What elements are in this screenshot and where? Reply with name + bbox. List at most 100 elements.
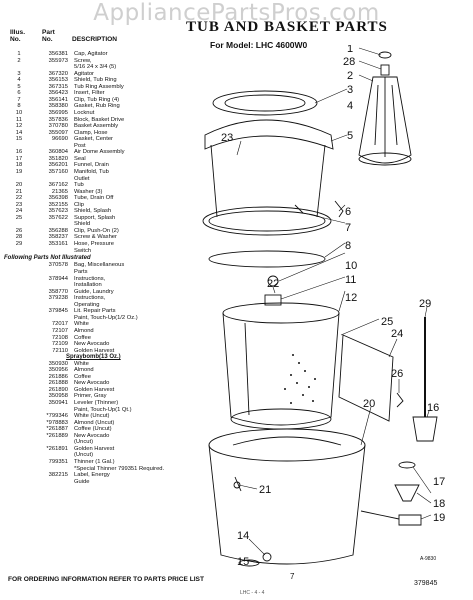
tub-ring-clip-shape bbox=[294, 204, 304, 214]
basket-shape bbox=[222, 312, 340, 426]
illus-number: 26 bbox=[15, 227, 23, 234]
air-dome-shape bbox=[412, 416, 438, 442]
callout-8: 8 bbox=[345, 240, 351, 252]
agitator-cap-shape bbox=[378, 51, 392, 59]
part-description: Installation bbox=[74, 282, 102, 289]
part-number: 358770 bbox=[48, 288, 68, 295]
part-description: White bbox=[74, 360, 89, 367]
callout-7: 7 bbox=[345, 222, 351, 234]
part-description: Screw & Washer bbox=[74, 234, 117, 241]
part-number: 350956 bbox=[48, 367, 68, 374]
header-illus-line2: No. bbox=[10, 36, 21, 43]
callout-1: 1 bbox=[347, 45, 353, 55]
part-description: Guide bbox=[74, 478, 90, 485]
tub-top-shape bbox=[208, 428, 366, 462]
part-number: 355097 bbox=[48, 129, 68, 136]
part-number: 355973 bbox=[48, 57, 68, 64]
part-number: 350958 bbox=[48, 393, 68, 400]
part-description: Support, Splash bbox=[74, 214, 116, 221]
part-description: Clip, Tub Ring (4) bbox=[74, 96, 120, 103]
part-number: *978883 bbox=[46, 419, 68, 426]
part-description: Guide, Laundry bbox=[74, 288, 114, 295]
part-number: 382215 bbox=[48, 472, 68, 478]
section-heading: Following Parts Not Illustrated bbox=[4, 255, 91, 262]
hose-clamp-shape bbox=[262, 552, 272, 562]
part-description: Almond bbox=[74, 367, 94, 374]
illus-number: 23 bbox=[15, 201, 23, 208]
push-on-clip-shape bbox=[396, 392, 404, 408]
part-number: 261890 bbox=[48, 386, 68, 393]
part-description: Almond (Uncut) bbox=[74, 419, 115, 426]
callout-3: 3 bbox=[347, 84, 353, 96]
part-description: Gasket, Rub Ring bbox=[74, 103, 120, 110]
part-number: 356423 bbox=[48, 90, 68, 97]
part-description: White (Uncut) bbox=[74, 413, 110, 420]
illus-number: 12 bbox=[15, 123, 23, 129]
part-description: Air Dome Assembly bbox=[74, 149, 125, 156]
part-number: 357836 bbox=[48, 116, 68, 123]
part-number: 357160 bbox=[48, 168, 68, 175]
part-number: 367162 bbox=[48, 182, 68, 188]
header-part-line2: No. bbox=[42, 36, 53, 43]
illus-number: 21 bbox=[15, 188, 23, 195]
tub-shape bbox=[208, 444, 366, 565]
part-description: Coffee (Uncut) bbox=[74, 426, 112, 433]
callout-4: 4 bbox=[347, 100, 353, 112]
callout-6: 6 bbox=[345, 206, 351, 218]
part-number: 358237 bbox=[48, 234, 68, 241]
illus-number: 20 bbox=[15, 182, 23, 188]
part-number: 367315 bbox=[48, 83, 68, 90]
part-number: *799346 bbox=[46, 413, 68, 420]
part-description: (Uncut) bbox=[74, 439, 94, 446]
part-number: 21365 bbox=[51, 188, 68, 195]
illus-number: 28 bbox=[15, 234, 23, 241]
illus-number: 10 bbox=[15, 109, 23, 116]
callout-17: 17 bbox=[433, 476, 445, 488]
page-title: TUB AND BASKET PARTS bbox=[186, 19, 388, 35]
part-number: 356141 bbox=[48, 96, 68, 103]
callout-23: 23 bbox=[221, 132, 233, 144]
callout-14: 14 bbox=[237, 530, 249, 542]
part-description: Screw, bbox=[74, 57, 92, 64]
part-number: 261888 bbox=[48, 380, 68, 387]
callout-18: 18 bbox=[433, 498, 445, 510]
part-description: Almond bbox=[74, 327, 94, 334]
part-number: 350930 bbox=[48, 360, 68, 367]
part-description: Parts bbox=[74, 269, 88, 275]
callout-19: 19 bbox=[433, 512, 445, 524]
filter-insert-shape bbox=[334, 200, 344, 218]
illus-number: 25 bbox=[15, 214, 23, 221]
part-description: Insert, Filter bbox=[74, 90, 105, 97]
part-description: Coffee bbox=[74, 334, 91, 341]
part-number: 353161 bbox=[48, 241, 68, 247]
part-number: 358380 bbox=[48, 103, 68, 110]
callout-24: 24 bbox=[391, 328, 403, 340]
part-number: 72109 bbox=[51, 341, 68, 347]
part-description: Shield, Tub Ring bbox=[74, 77, 117, 84]
part-number: 96690 bbox=[51, 136, 68, 143]
part-description: Clamp, Hose bbox=[74, 129, 108, 136]
illus-number: 16 bbox=[15, 149, 23, 156]
part-description: Switch bbox=[74, 247, 92, 254]
part-number: 72107 bbox=[51, 327, 68, 334]
header-illus: Illus. No. bbox=[10, 29, 25, 43]
screw-shape bbox=[380, 64, 390, 76]
part-description: Primer, Gray bbox=[74, 393, 107, 400]
header-part-line1: Part bbox=[42, 29, 55, 36]
bottom-mark: LHC - 4 - 4 bbox=[240, 590, 265, 596]
illus-number: 29 bbox=[15, 241, 23, 247]
part-description: Golden Harvest bbox=[74, 347, 115, 354]
part-description: Post bbox=[74, 142, 86, 149]
callout-22: 22 bbox=[267, 278, 279, 290]
callout-2: 2 bbox=[347, 70, 353, 82]
part-description: Washer (3) bbox=[74, 188, 103, 195]
part-description: Tube, Drain Off bbox=[74, 195, 114, 202]
callout-25: 25 bbox=[381, 316, 393, 328]
part-number: 379238 bbox=[48, 295, 68, 302]
part-description: Instructions, bbox=[74, 295, 106, 302]
seal-shape bbox=[398, 461, 416, 469]
part-number: *261887 bbox=[46, 426, 68, 433]
part-description: Coffee bbox=[74, 373, 91, 380]
part-description: Tub bbox=[74, 182, 84, 188]
